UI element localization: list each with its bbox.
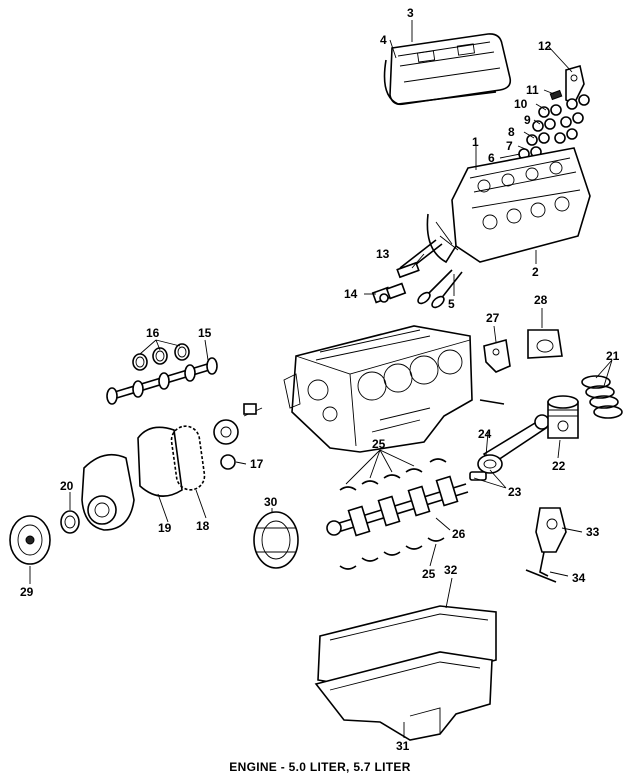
callout-29: 29: [20, 585, 34, 599]
connecting-rod[interactable]: [469, 399, 550, 481]
oil-pan-gasket[interactable]: [317, 605, 497, 691]
callout-9: 9: [524, 113, 531, 127]
callout-19: 19: [158, 521, 172, 535]
callout-14: 14: [344, 287, 358, 301]
callout-17: 17: [250, 457, 264, 471]
callout-5: 5: [448, 297, 455, 311]
main-bearings-upper[interactable]: [339, 458, 447, 491]
callout-3: 3: [407, 6, 414, 20]
callout-4: 4: [380, 33, 387, 47]
callout-32: 32: [444, 563, 458, 577]
callout-16: 16: [146, 326, 160, 340]
callout-33: 33: [586, 525, 600, 539]
callout-26: 26: [452, 527, 466, 541]
callout-31: 31: [396, 739, 410, 753]
callout-25-upper: 25: [372, 437, 386, 451]
camshaft[interactable]: [106, 357, 218, 405]
callout-27: 27: [486, 311, 500, 325]
callout-24: 24: [478, 427, 492, 441]
callout-21: 21: [606, 349, 620, 363]
piston-rings[interactable]: [581, 375, 623, 419]
timing-cover[interactable]: [81, 453, 135, 531]
callout-23: 23: [508, 485, 522, 499]
cam-sprocket[interactable]: [213, 403, 263, 470]
callout-10: 10: [514, 97, 528, 111]
timing-chain[interactable]: [170, 424, 207, 491]
bracket[interactable]: [483, 338, 511, 373]
callout-20: 20: [60, 479, 74, 493]
callout-6: 6: [488, 151, 495, 165]
cam-bearings[interactable]: [132, 343, 190, 371]
callout-15: 15: [198, 326, 212, 340]
timing-cover-gasket[interactable]: [137, 426, 183, 497]
diagram-caption: ENGINE - 5.0 LITER, 5.7 LITER: [229, 760, 411, 774]
callout-8: 8: [508, 125, 515, 139]
callout-12: 12: [538, 39, 552, 53]
oil-pan[interactable]: [314, 651, 493, 741]
callout-13: 13: [376, 247, 390, 261]
callout-labels: 3 4 12 11 10 9 8 7 6 1 2 13 14 5 16 15 1…: [20, 6, 620, 753]
rear-main-seal[interactable]: [253, 511, 299, 569]
callout-11: 11: [526, 83, 539, 97]
valve-cover[interactable]: [383, 33, 512, 106]
oil-pump[interactable]: [525, 507, 567, 583]
cylinder-head[interactable]: [426, 147, 591, 264]
engine-block[interactable]: [283, 325, 473, 453]
callout-7: 7: [506, 139, 513, 153]
callout-1: 1: [472, 135, 479, 149]
callout-18: 18: [196, 519, 210, 533]
harmonic-balancer[interactable]: [9, 515, 51, 565]
bearing-cap[interactable]: [527, 329, 563, 359]
callout-2: 2: [532, 265, 539, 279]
valves[interactable]: [416, 269, 463, 310]
callout-34: 34: [572, 571, 586, 585]
piston[interactable]: [547, 395, 579, 439]
main-bearings-lower[interactable]: [339, 537, 445, 570]
callout-28: 28: [534, 293, 548, 307]
leader-lines: [29, 20, 613, 738]
callout-22: 22: [552, 459, 566, 473]
rocker-arm-assembly[interactable]: [518, 64, 590, 160]
crankshaft[interactable]: [326, 475, 469, 537]
callout-25-lower: 25: [422, 567, 436, 581]
callout-30: 30: [264, 495, 278, 509]
crank-seal[interactable]: [60, 510, 80, 534]
